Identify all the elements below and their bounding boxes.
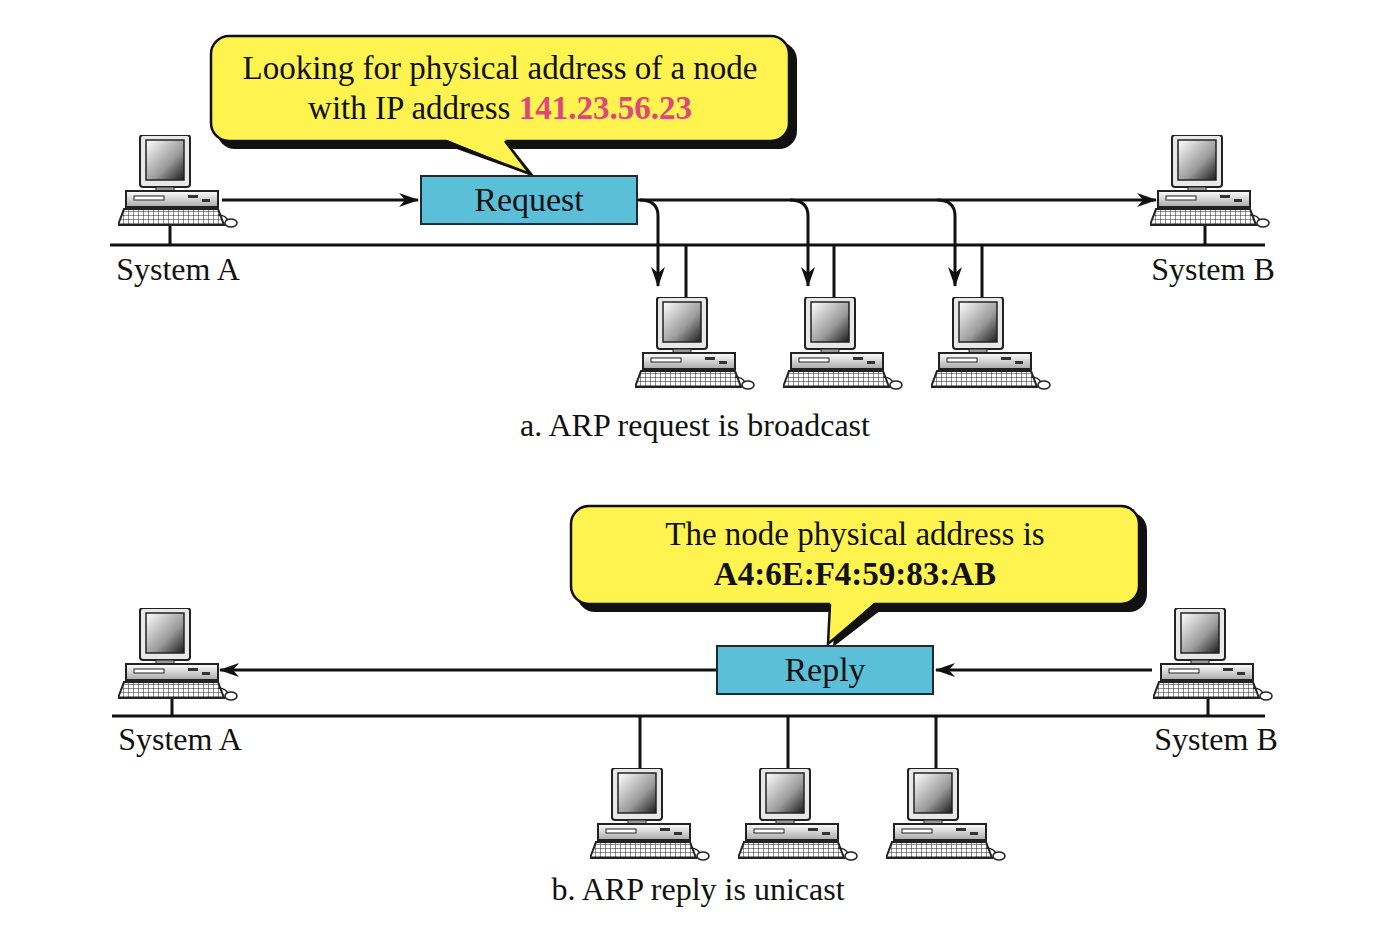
lan-bus-a [110, 224, 1265, 298]
system-label: System A [118, 721, 242, 758]
address-text: A4:6E:F4:59:83:AB [714, 556, 996, 592]
message-label: Request [474, 181, 584, 219]
callout-bubble: The node physical address is A4:6E:F4:59… [570, 505, 1140, 605]
computer-icon [118, 608, 237, 700]
computer-icon [635, 297, 754, 389]
computer-icon [118, 135, 237, 227]
message-box: Reply [716, 645, 934, 695]
unicast-arrows [220, 669, 1152, 672]
system-label: System B [1154, 721, 1278, 758]
callout-text: The node physical address is [665, 516, 1044, 552]
message-label: Reply [784, 651, 865, 689]
callout-bubble: Looking for physical address of a node w… [210, 35, 790, 142]
callout-text-block: The node physical address is A4:6E:F4:59… [635, 505, 1075, 594]
computer-icon [783, 297, 902, 389]
computer-icon [931, 297, 1050, 389]
computer-icon [886, 768, 1005, 860]
message-box: Request [420, 175, 638, 225]
callout-text-block: Looking for physical address of a node w… [220, 35, 780, 128]
lan-bus-b [112, 697, 1265, 769]
system-label: System A [116, 251, 240, 288]
computer-icon [1150, 135, 1269, 227]
computer-icon [590, 768, 709, 860]
panel-caption: a. ARP request is broadcast [520, 407, 870, 444]
panel-caption: b. ARP reply is unicast [551, 871, 844, 908]
address-text: 141.23.56.23 [519, 90, 692, 126]
computer-icon [1153, 608, 1272, 700]
computer-icon [738, 768, 857, 860]
system-label: System B [1151, 251, 1275, 288]
broadcast-arrows [222, 200, 1156, 286]
